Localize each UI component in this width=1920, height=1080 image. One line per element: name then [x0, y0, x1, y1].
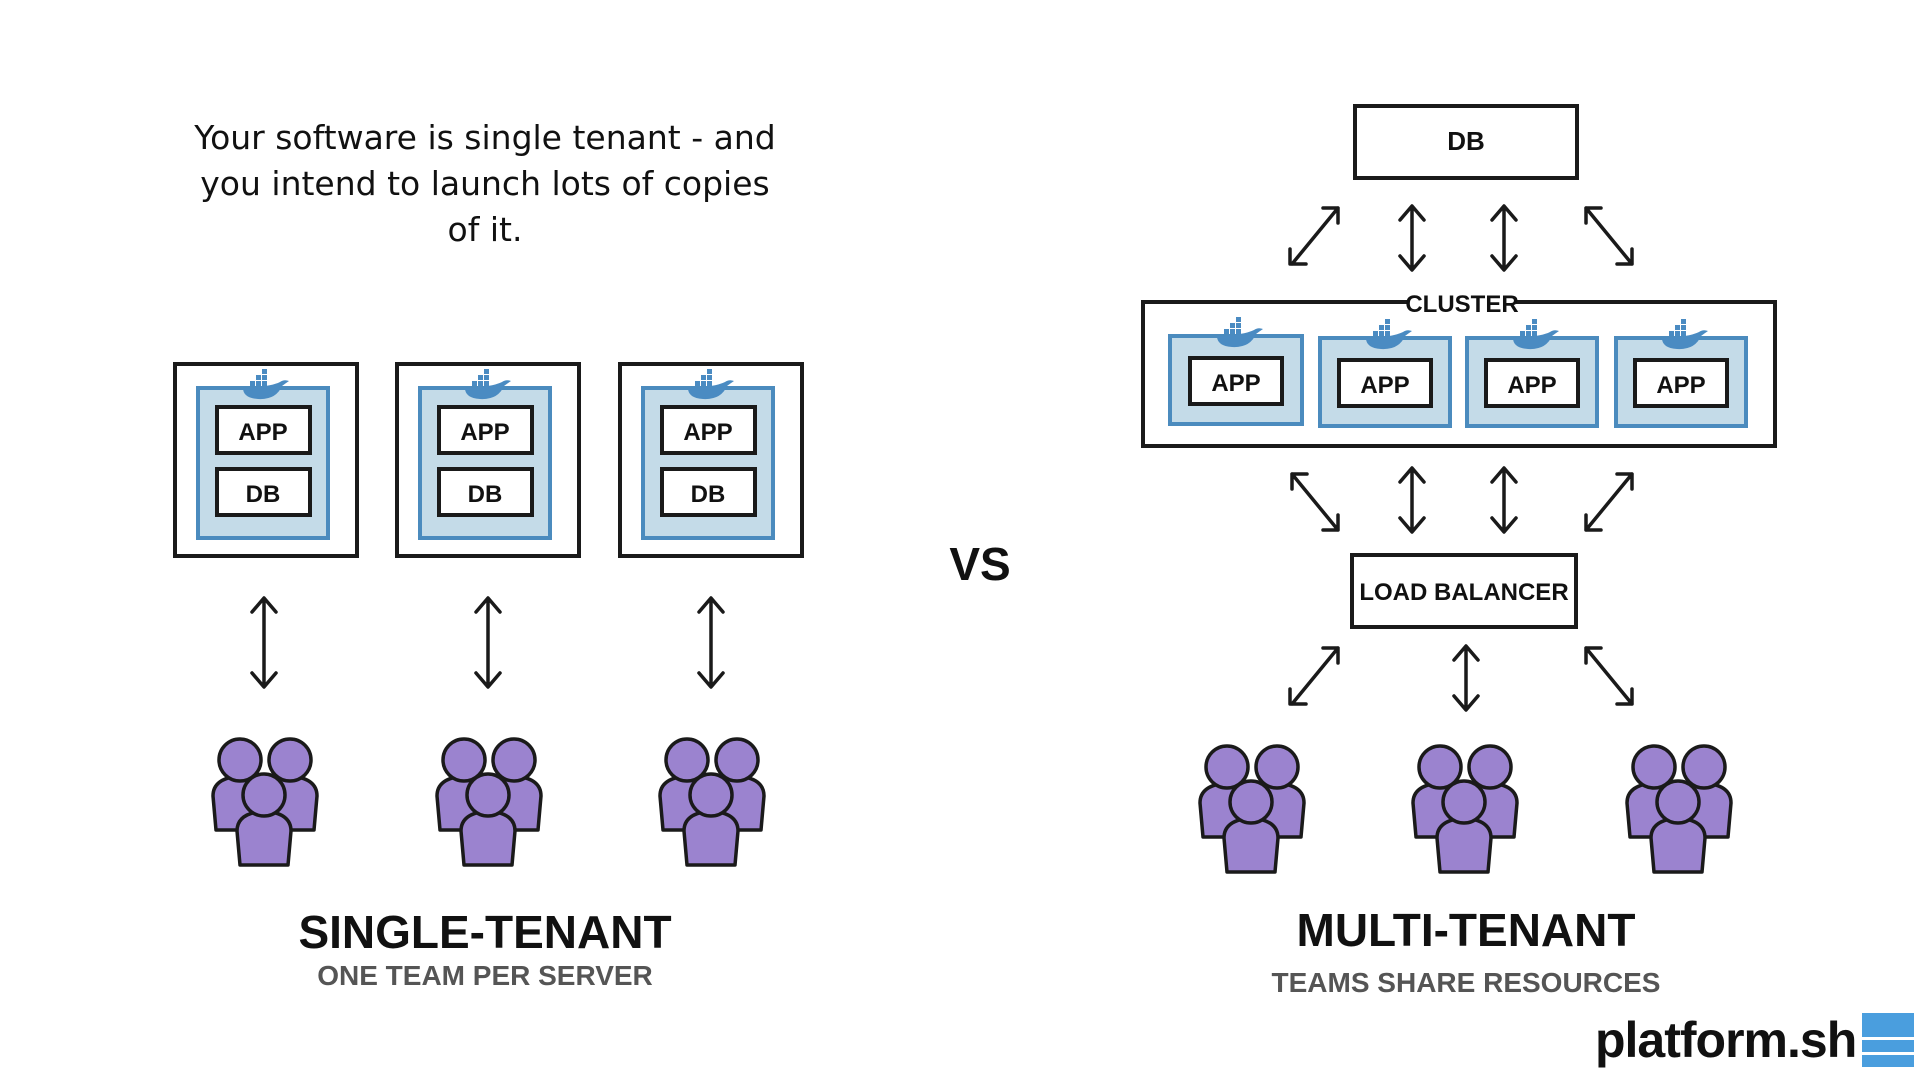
- app-box: [1484, 358, 1580, 408]
- db-label: DB: [246, 481, 281, 508]
- user-group-icon: [1200, 746, 1304, 872]
- db-box: [660, 467, 757, 517]
- app-label: APP: [238, 419, 287, 446]
- user-group-icon: [1413, 746, 1517, 872]
- app-box: [1337, 358, 1433, 408]
- app-label: APP: [1507, 372, 1556, 399]
- brand-logo: platform.sh: [1595, 1005, 1915, 1075]
- multi-tenant-title: MULTI-TENANT: [1297, 904, 1636, 956]
- user-group-icon: [213, 739, 317, 865]
- multi-tenant-subtitle: TEAMS SHARE RESOURCES: [1272, 967, 1661, 998]
- db-label: DB: [691, 481, 726, 508]
- server-3: APP DB: [618, 362, 804, 558]
- db-box: DB: [1353, 104, 1579, 180]
- vs-label: VS: [949, 538, 1010, 590]
- double-arrow-icon: [250, 596, 725, 689]
- load-balancer-box: LOAD BALANCER: [1350, 553, 1578, 629]
- user-group-icon: [437, 739, 541, 865]
- db-box: [215, 467, 312, 517]
- server-2: APP DB: [395, 362, 581, 558]
- app-label: APP: [1211, 370, 1260, 397]
- brand-name: platform.sh: [1595, 1012, 1857, 1068]
- cluster: CLUSTER APP APP APP APP: [1141, 288, 1777, 448]
- user-group-icon: [660, 739, 764, 865]
- double-arrow-icon: [1290, 466, 1634, 534]
- app-box: [660, 405, 757, 455]
- db-label: DB: [468, 481, 503, 508]
- single-tenant-subtitle: ONE TEAM PER SERVER: [317, 960, 653, 991]
- double-arrow-icon: [1288, 204, 1634, 272]
- single-tenant-title: SINGLE-TENANT: [298, 906, 671, 958]
- app-box: [1633, 358, 1729, 408]
- load-balancer-label: LOAD BALANCER: [1359, 579, 1568, 606]
- app-box: [437, 405, 534, 455]
- server-1: APP DB: [173, 362, 359, 558]
- app-label: APP: [1360, 372, 1409, 399]
- app-label: APP: [683, 419, 732, 446]
- db-box: [437, 467, 534, 517]
- platform-stack-icon: [1862, 1013, 1915, 1067]
- user-group-icon: [1627, 746, 1731, 872]
- cluster-label: CLUSTER: [1405, 291, 1518, 318]
- app-label: APP: [460, 419, 509, 446]
- double-arrow-icon: [1288, 644, 1634, 712]
- intro-text: Your software is single tenant - and you…: [194, 118, 776, 249]
- db-label: DB: [1447, 126, 1485, 156]
- app-box: [1188, 356, 1284, 406]
- app-box: [215, 405, 312, 455]
- app-label: APP: [1656, 372, 1705, 399]
